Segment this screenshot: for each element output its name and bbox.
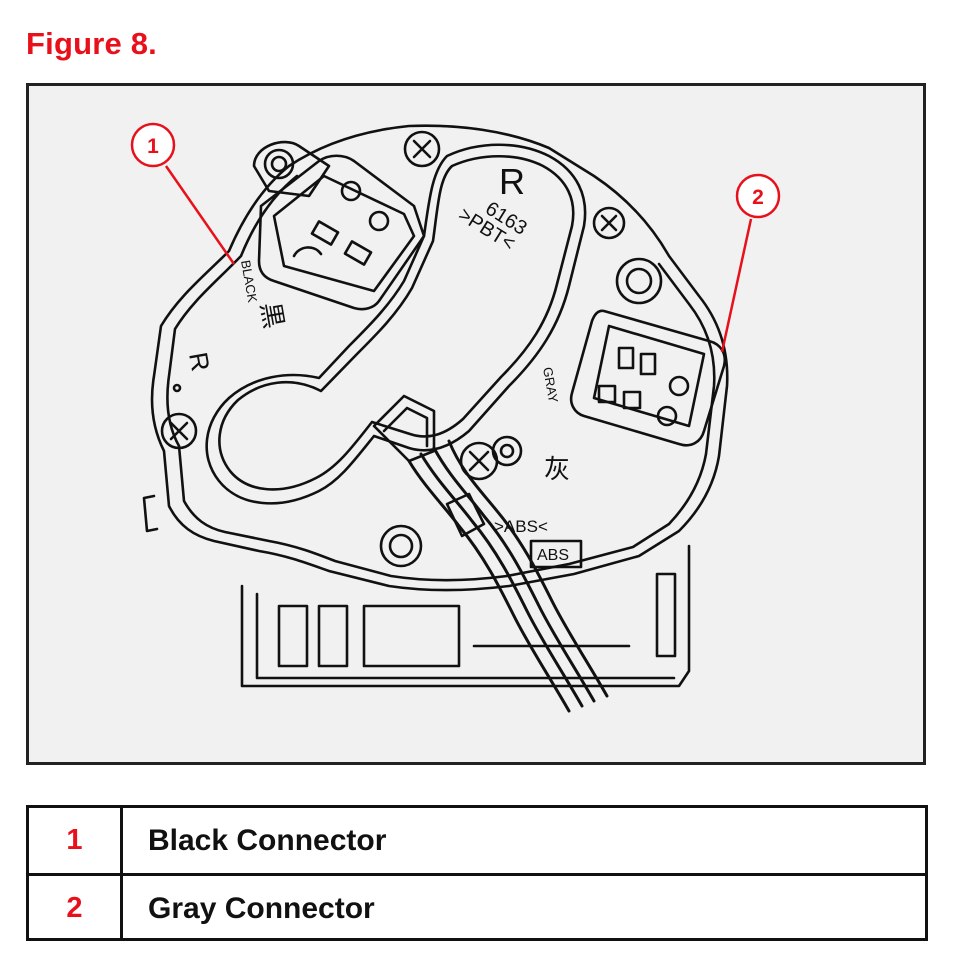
base-slot bbox=[277, 604, 309, 668]
base-slot bbox=[317, 604, 349, 668]
wire-grommet bbox=[445, 492, 486, 538]
callout-2-circle bbox=[735, 173, 781, 219]
base-slot bbox=[362, 604, 461, 668]
abs-label-box bbox=[529, 539, 583, 569]
abs-marking: >ABS< bbox=[494, 517, 548, 536]
base-slot bbox=[655, 572, 677, 658]
gray-connector-2 bbox=[569, 309, 727, 447]
screw-left bbox=[160, 412, 198, 450]
callout-1-number: 1 bbox=[147, 135, 159, 158]
figure-title: Figure 8. bbox=[26, 26, 157, 61]
legend-number: 1 bbox=[29, 808, 123, 873]
black-connector-1 bbox=[257, 154, 426, 311]
legend-number: 2 bbox=[29, 876, 123, 941]
callout-2-number: 2 bbox=[752, 186, 764, 209]
callout-2-leader bbox=[720, 218, 753, 353]
legend-row: 1 Black Connector bbox=[29, 808, 925, 876]
figure-illustration: R 6163 >PBT< BLACK 黒 GRAY 灰 R >ABS< ABS … bbox=[26, 83, 926, 765]
abs-box-text: ABS bbox=[537, 547, 569, 564]
black-kanji: 黒 bbox=[255, 300, 289, 331]
connector-line-drawing: R 6163 >PBT< BLACK 黒 GRAY 灰 R >ABS< ABS … bbox=[130, 122, 781, 713]
legend-table: 1 Black Connector 2 Gray Connector bbox=[26, 805, 928, 941]
black-tag: BLACK bbox=[238, 259, 260, 304]
housing-letter: R bbox=[183, 350, 216, 374]
cover-r bbox=[205, 143, 587, 505]
screw-right bbox=[592, 206, 626, 240]
cover-letter: R bbox=[499, 161, 525, 202]
base-bracket bbox=[240, 544, 691, 688]
screw-top bbox=[403, 130, 441, 168]
legend-row: 2 Gray Connector bbox=[29, 876, 925, 941]
callout-1-leader bbox=[164, 165, 236, 265]
legend-label: Gray Connector bbox=[148, 891, 375, 925]
gray-kanji: 灰 bbox=[544, 454, 570, 484]
callout-1-circle bbox=[130, 122, 176, 168]
legend-label: Black Connector bbox=[148, 823, 387, 857]
wire-harness bbox=[407, 459, 571, 713]
gray-tag: GRAY bbox=[540, 366, 561, 404]
